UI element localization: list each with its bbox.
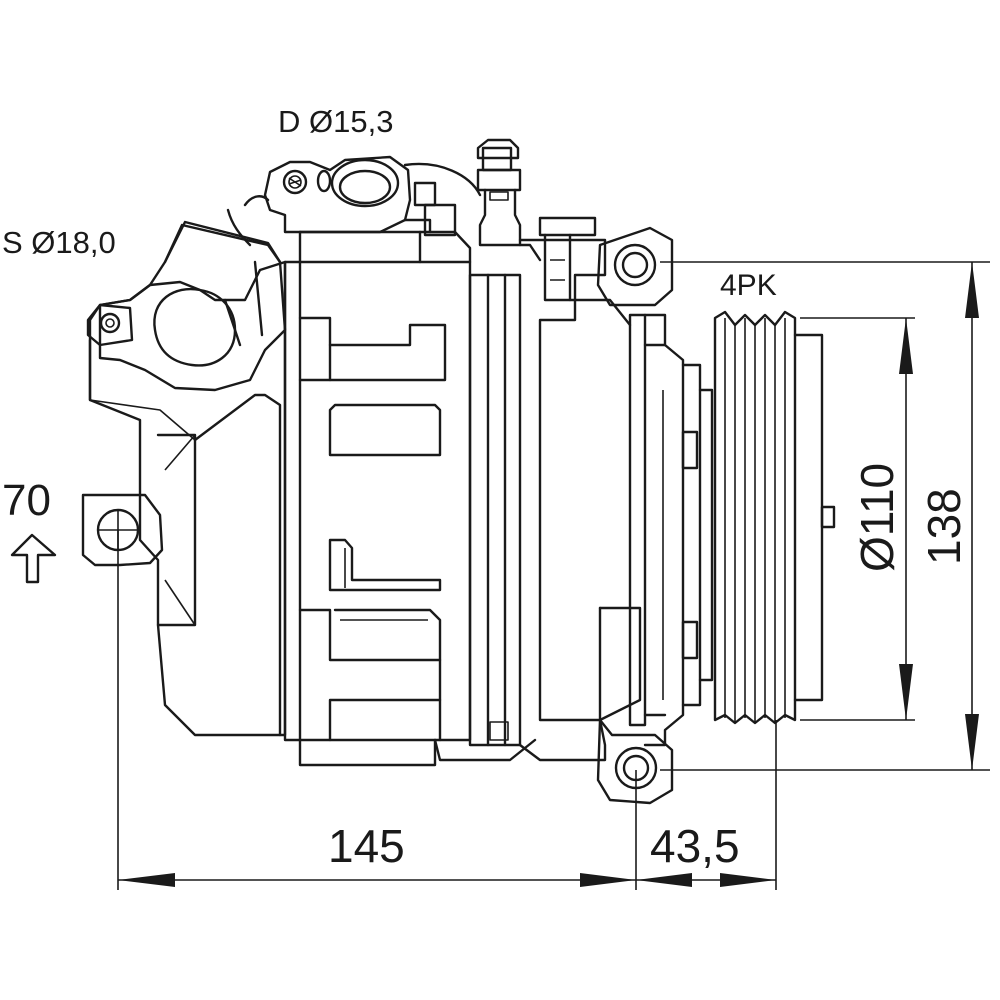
body-length-label: 145 — [328, 820, 405, 872]
up-arrow-icon — [10, 533, 57, 584]
arrow-145-left — [118, 873, 175, 887]
arrow-138-bottom — [965, 714, 979, 770]
pulley-offset-label: 43,5 — [650, 820, 740, 872]
overall-height-label: 138 — [918, 488, 970, 565]
arrow-138-top — [965, 262, 979, 318]
arrow-110-bottom — [899, 664, 913, 720]
pressure-sensor — [226, 138, 597, 302]
arrow-43-right — [720, 873, 776, 887]
dimensions — [117, 261, 990, 890]
suction-port-label: S Ø18,0 — [2, 225, 116, 260]
arrow-110-top — [899, 318, 913, 374]
belt-type-label: 4PK — [720, 269, 777, 302]
pulley-diameter-label: Ø110 — [851, 463, 903, 572]
discharge-port — [263, 155, 472, 264]
discharge-port-label: D Ø15,3 — [278, 104, 393, 139]
suction-port — [86, 220, 287, 392]
mounting-ear — [81, 493, 164, 567]
compressor-body — [88, 226, 836, 805]
mount-height-label: 70 — [2, 476, 51, 525]
arrow-43-left — [636, 873, 692, 887]
arrow-145-right — [580, 873, 636, 887]
